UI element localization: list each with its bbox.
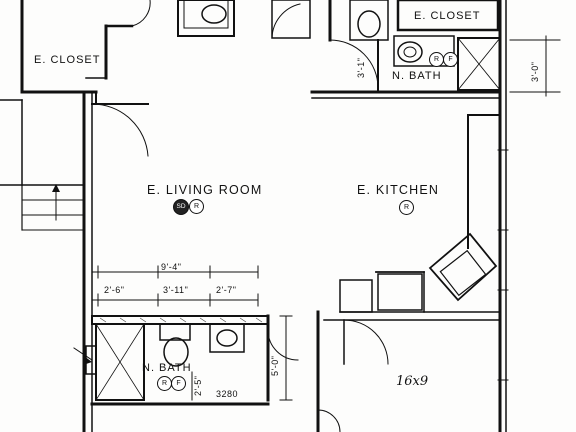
dimension-overall-width: 9'-4" xyxy=(161,262,182,272)
dimension-segment-3: 2'-7" xyxy=(216,285,237,295)
dimension-small-vertical: 2'-5" xyxy=(193,375,203,396)
room-label-e-closet-left: E. CLOSET xyxy=(34,54,101,66)
bottom-bath-receptacle-symbol: R xyxy=(157,376,172,391)
top-bath-fan-symbol: F xyxy=(443,52,458,67)
left-exterior-wall xyxy=(0,90,149,432)
top-bath-receptacle-symbol: R xyxy=(429,52,444,67)
room-label-e-living-room: E. LIVING ROOM xyxy=(147,183,263,197)
dimension-top-bath-vertical: 3'-1" xyxy=(356,57,366,78)
top-bath-walls xyxy=(310,0,502,99)
room-label-e-kitchen: E. KITCHEN xyxy=(357,183,440,197)
right-exterior-wall xyxy=(497,0,561,432)
counter-hatch xyxy=(99,317,263,323)
top-fixtures xyxy=(177,0,311,39)
room-label-n-bath-top: N. BATH xyxy=(392,70,442,82)
dimension-segment-2: 3'-11" xyxy=(163,285,189,295)
kitchen-counters xyxy=(339,114,501,313)
kitchen-receptacle-symbol: R xyxy=(399,200,414,215)
left-closet-walls xyxy=(20,0,151,105)
kitchen-size-note: 16x9 xyxy=(396,374,429,389)
dimension-segment-1: 2'-6" xyxy=(104,285,125,295)
dimension-top-right-vertical: 3'-0" xyxy=(530,61,540,82)
room-label-e-closet-right: E. CLOSET xyxy=(414,10,481,22)
bottom-bath-walls xyxy=(73,265,299,406)
bottom-bath-fan-symbol: F xyxy=(171,376,186,391)
smoke-detector-symbol: SD xyxy=(173,199,189,215)
dimension-code: 3280 xyxy=(216,389,239,399)
room-label-n-bath-bottom: N. BATH xyxy=(142,362,192,374)
center-partition xyxy=(316,310,501,432)
living-receptacle-symbol: R xyxy=(189,199,204,214)
dimension-bath-height: 5'-0" xyxy=(270,355,280,376)
